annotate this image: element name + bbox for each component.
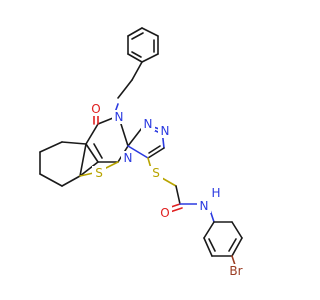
atom-labels: O N N N N S S O N H Br: [89, 102, 247, 278]
structure-diagram: O N N N N S S O N H Br: [39, 27, 247, 278]
atom-label-n-triazole-3: N: [124, 151, 133, 165]
atom-label-s-thiophene: S: [95, 166, 103, 180]
bromophenyl-ring: [203, 209, 243, 269]
atom-label-n-triazole-1: N: [144, 117, 153, 131]
ethyl-linker: [117, 61, 143, 99]
atom-label-s-thioether: S: [152, 166, 160, 180]
phenyl-ring: [127, 27, 159, 63]
molecule-drawing: O N N N N S S O N H Br: [39, 27, 247, 278]
atom-label-o-amide: O: [160, 206, 169, 220]
atom-label-n-triazole-2: N: [161, 124, 170, 138]
atom-label-h-amide: H: [211, 186, 220, 200]
atom-label-n-amide: N: [200, 199, 209, 213]
atom-label-br: Br: [229, 264, 242, 278]
thioether-chain: [147, 157, 181, 205]
atom-label-o: O: [91, 102, 100, 116]
atom-label-n-ring: N: [115, 110, 124, 124]
cyclohexane-thiophene: [39, 141, 119, 187]
amide-group: [167, 203, 199, 213]
